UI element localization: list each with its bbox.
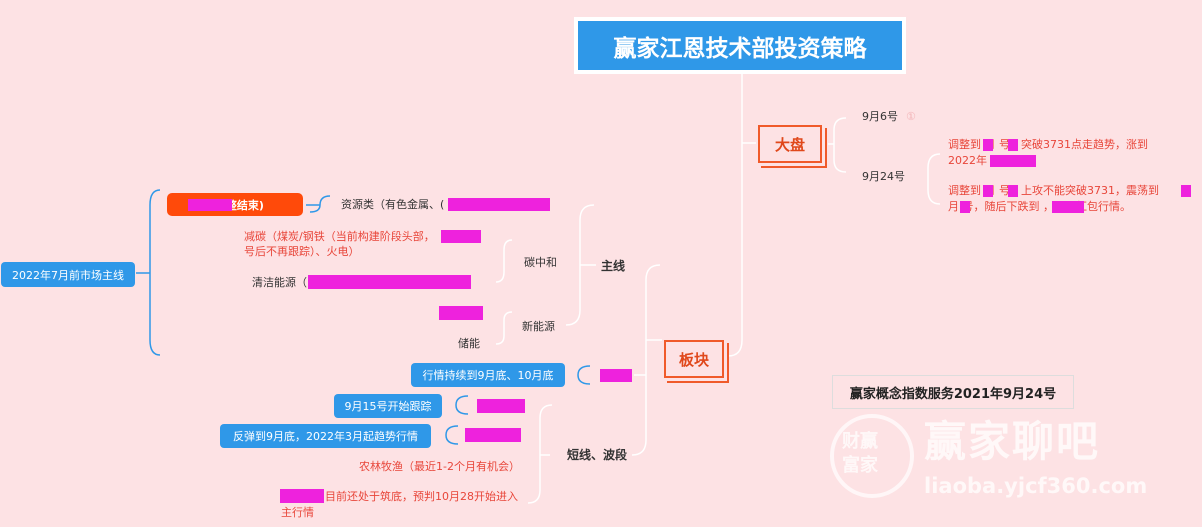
redaction-mask bbox=[983, 185, 993, 197]
node-chuneng: 储能 bbox=[458, 337, 480, 350]
node-duanxian-pill2-label: 反弹到9月底，2022年3月起趋势行情 bbox=[233, 430, 418, 443]
redaction-mask bbox=[990, 155, 1036, 167]
dapan-date1-mark: ① bbox=[906, 110, 916, 123]
node-duanxian-item4-line2: 主行情 bbox=[281, 506, 314, 519]
redaction-mask bbox=[1008, 185, 1018, 197]
watermark-url: liaoba.yjcf360.com bbox=[924, 474, 1148, 498]
redaction-mask bbox=[308, 275, 471, 289]
node-duanxian-pill1[interactable]: 9月15号开始跟踪 bbox=[334, 394, 442, 418]
node-duanxian-pill1-label: 9月15号开始跟踪 bbox=[344, 400, 432, 413]
watermark-logo: 财赢 富家 bbox=[830, 414, 914, 498]
node-continue-label: 行情持续到9月底、10月底 bbox=[422, 369, 554, 382]
redaction-mask bbox=[465, 428, 521, 442]
dapan-date2: 9月24号 bbox=[862, 170, 905, 183]
node-bankuai[interactable]: 板块 bbox=[664, 340, 724, 378]
redaction-mask bbox=[1052, 201, 1084, 213]
dapan-note1-line1: 调整到 月 号，突破3731点走趋势，涨到 bbox=[948, 138, 1148, 151]
node-ziyuan-text: 资源类（有色金属、( ) bbox=[341, 198, 453, 211]
redaction-mask bbox=[1181, 185, 1191, 197]
node-duanxian-pill2[interactable]: 反弹到9月底，2022年3月起趋势行情 bbox=[220, 424, 431, 448]
node-dapan-label: 大盘 bbox=[774, 135, 805, 154]
page-title: 赢家江恩技术部投资策略 bbox=[574, 17, 906, 74]
node-tanzhonghe[interactable]: 碳中和 bbox=[524, 256, 557, 269]
node-xinnengyuan[interactable]: 新能源 bbox=[522, 320, 555, 333]
redaction-mask bbox=[600, 369, 632, 382]
watermark-logo-top: 财赢 bbox=[842, 431, 878, 452]
service-label: 赢家概念指数服务2021年9月24号 bbox=[832, 375, 1074, 409]
watermark-text: 赢家聊吧 bbox=[924, 417, 1101, 466]
redaction-mask bbox=[280, 489, 324, 503]
redaction-mask bbox=[441, 230, 481, 243]
node-bankuai-label: 板块 bbox=[678, 350, 709, 369]
node-jiantan-line1: 减碳（煤炭/钢铁（当前构建阶段头部， bbox=[244, 230, 435, 243]
node-market-mainline[interactable]: 2022年7月前市场主线 bbox=[1, 262, 135, 287]
watermark-logo-bottom: 富家 bbox=[842, 455, 878, 476]
redaction-mask bbox=[1008, 139, 1018, 151]
dapan-note2-line1: 调整到 月 号，上攻不能突破3731，震荡到 bbox=[948, 184, 1159, 197]
node-zhuxian[interactable]: 主线 bbox=[601, 259, 626, 273]
node-duanxian[interactable]: 短线、波段 bbox=[567, 448, 628, 462]
dapan-date1: 9月6号 bbox=[862, 110, 898, 123]
node-duanxian-item4-line1: 目前还处于筑底，预判10月28开始进入 bbox=[325, 490, 518, 503]
dapan-note1-line2: 2022年 。 bbox=[948, 154, 1002, 167]
node-duanxian-item3: 农林牧渔（最近1-2个月有机会） bbox=[359, 460, 520, 473]
node-market-mainline-label: 2022年7月前市场主线 bbox=[12, 268, 124, 282]
redaction-mask bbox=[188, 199, 232, 211]
redaction-mask bbox=[960, 201, 970, 213]
redaction-mask bbox=[448, 198, 550, 211]
redaction-mask bbox=[439, 306, 483, 320]
node-continue[interactable]: 行情持续到9月底、10月底 bbox=[411, 363, 565, 387]
redaction-mask bbox=[477, 399, 525, 413]
dapan-note2-line2: 月 号，随后下跌到 ，展开红包行情。 bbox=[948, 200, 1131, 213]
node-dapan[interactable]: 大盘 bbox=[758, 125, 822, 163]
node-qingjie: 清洁能源（ ） bbox=[252, 276, 322, 289]
redaction-mask bbox=[983, 139, 993, 151]
node-jiantan-line2: 号后不再跟踪）、火电） bbox=[244, 245, 360, 258]
